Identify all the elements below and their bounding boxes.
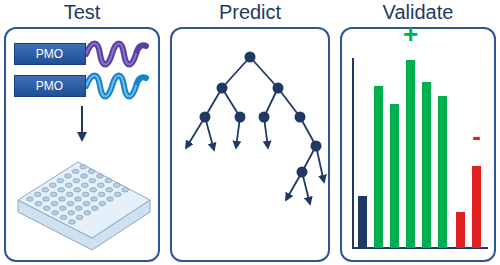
box-label: PMO (36, 47, 63, 61)
pmo-box: PMO (14, 43, 86, 65)
decision-tree (186, 57, 324, 204)
pmo-box: PMO (14, 75, 86, 97)
negative-mark: - (472, 123, 481, 149)
stage-heading: Predict (172, 1, 328, 24)
tree-nodes (200, 52, 322, 178)
helix (86, 44, 146, 97)
stage-panel: TestPMOPMO (4, 27, 160, 262)
box-label: PMO (36, 79, 63, 93)
bar-chart (352, 58, 488, 249)
stage-panel: Predict (170, 27, 330, 262)
positive-mark: + (403, 21, 418, 47)
flow-arrow (81, 106, 83, 140)
stage-heading: Test (6, 1, 158, 24)
well-plate (18, 162, 150, 250)
